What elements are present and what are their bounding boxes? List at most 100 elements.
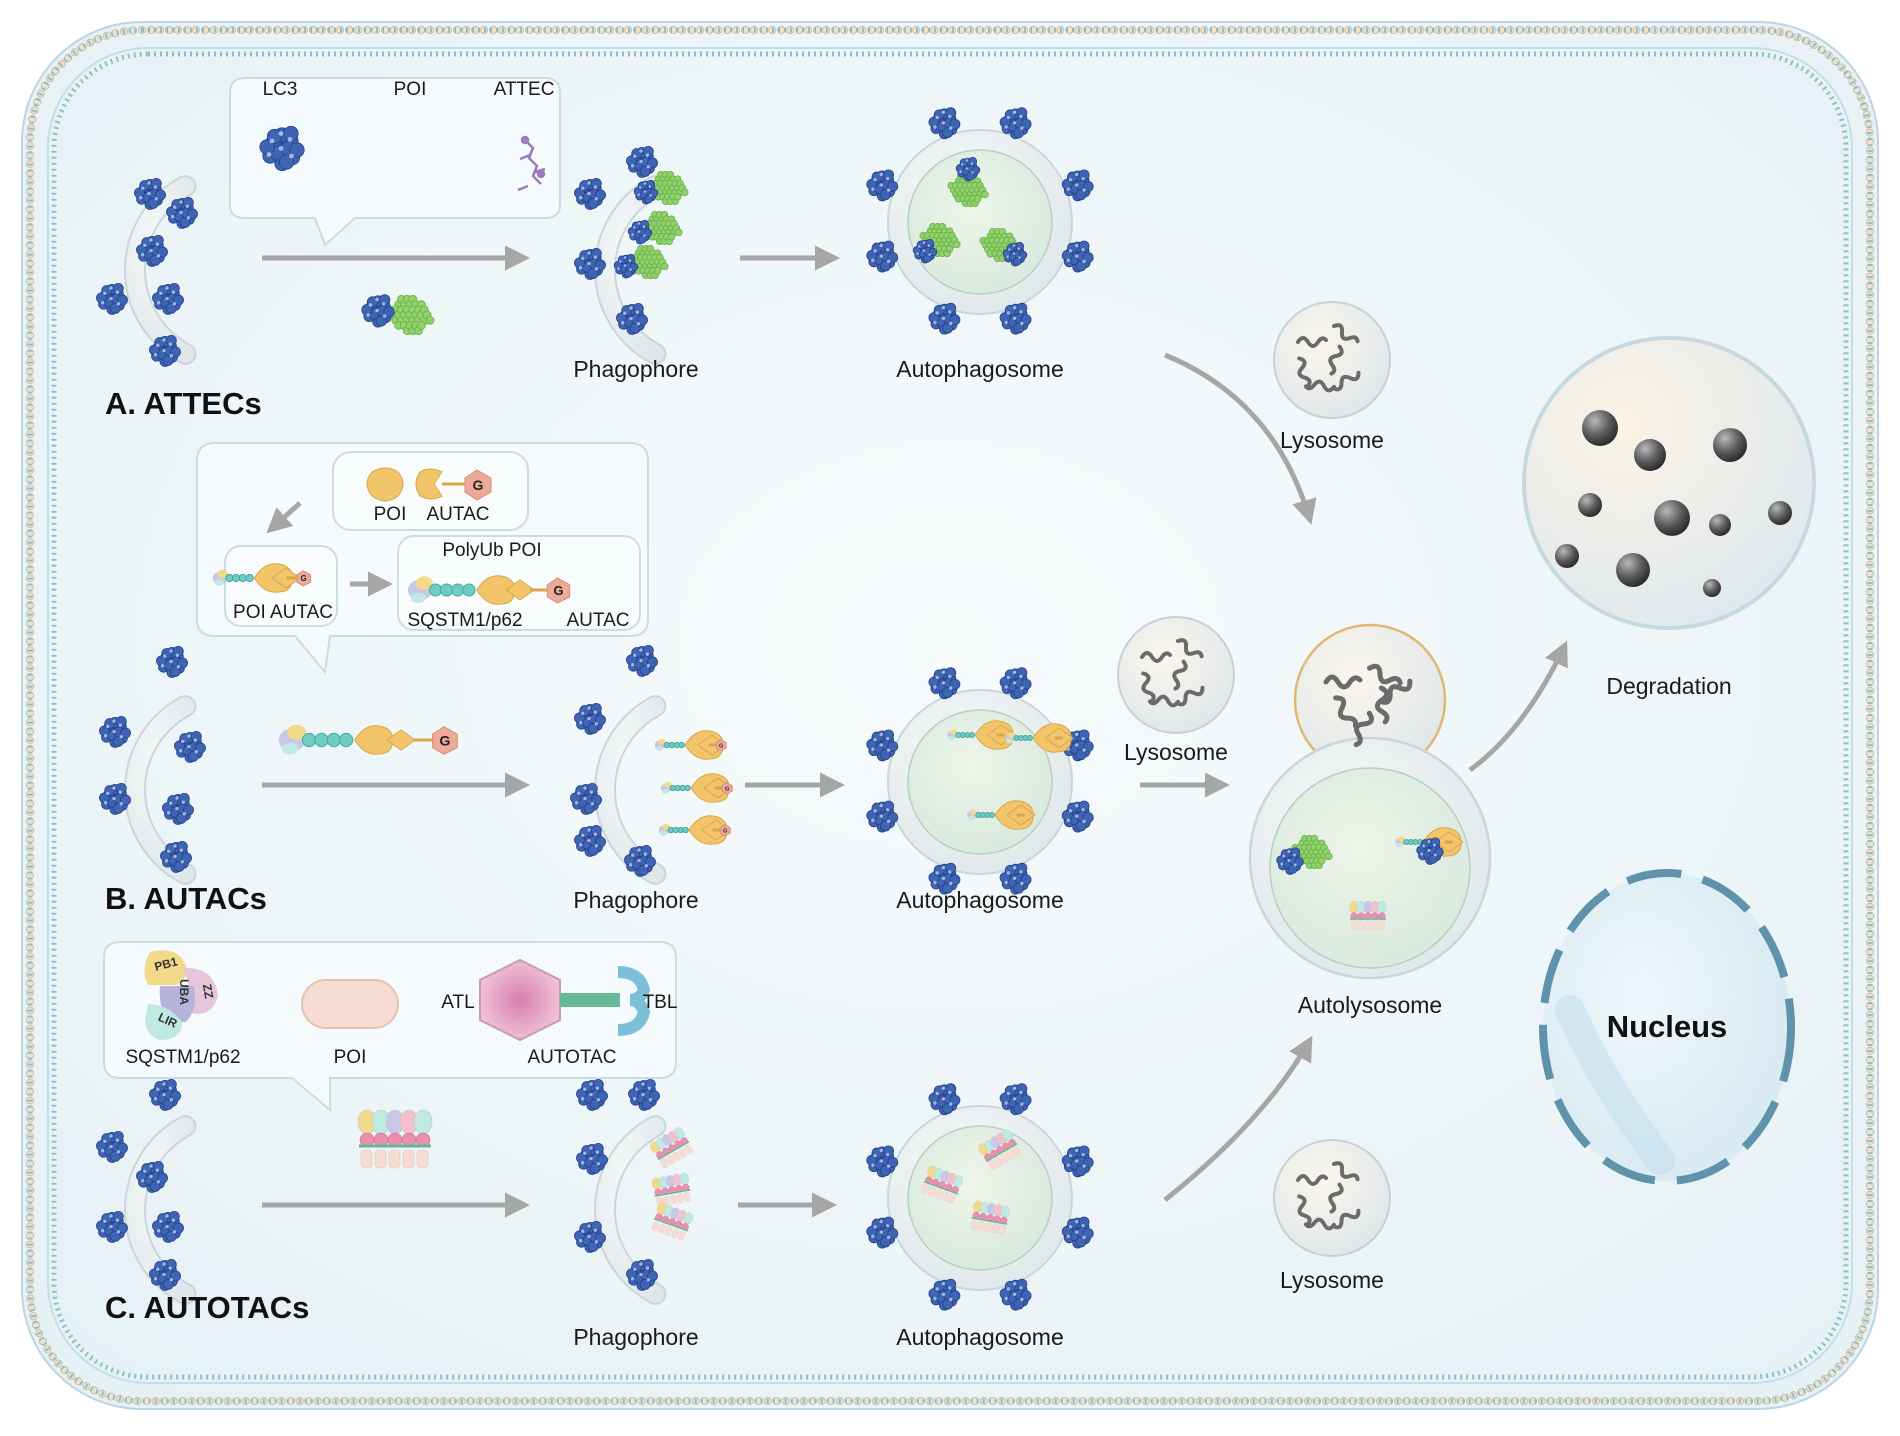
phagophore-label-a: Phagophore <box>573 356 698 382</box>
lc3-protein <box>866 729 899 762</box>
lc3-protein <box>1061 169 1094 202</box>
sqstm1-p62-domain-icon: PB1 ZZ UBA LIR <box>144 950 218 1040</box>
lc3-protein <box>999 862 1032 895</box>
legend-c-sqstm1-label: SQSTM1/p62 <box>125 1047 240 1068</box>
autophagosome-label-c: Autophagosome <box>896 1324 1064 1350</box>
lc3-protein <box>628 1079 660 1111</box>
legend-b-sqstm1-label: SQSTM1/p62 <box>407 610 522 631</box>
lc3-protein <box>99 783 131 815</box>
lc3-protein <box>166 197 198 229</box>
p62-oligomer <box>921 1165 964 1204</box>
guanine-tag-label: G <box>301 574 307 583</box>
p62-oligomer <box>357 1109 433 1169</box>
degradation-label: Degradation <box>1606 673 1731 699</box>
lysosome-top <box>1273 301 1391 419</box>
lc3-protein <box>156 646 188 678</box>
autotac-molecule-icon <box>479 958 651 1042</box>
lc3-protein <box>999 667 1032 700</box>
phagophore-label-b: Phagophore <box>573 887 698 913</box>
phagophore-c-start <box>124 1115 197 1305</box>
autolysosome-label: Autolysosome <box>1298 992 1442 1018</box>
lc3-protein <box>574 825 606 857</box>
lc3-protein <box>928 667 961 700</box>
fragment <box>1768 501 1792 525</box>
legend-b-poi-autac-label: POI AUTAC <box>233 602 333 623</box>
legend-c-atl-label: ATL <box>441 992 474 1013</box>
autac-chain: G <box>654 730 727 760</box>
lc3-protein <box>866 1145 899 1178</box>
lc3-protein <box>149 1079 181 1111</box>
lysosome-mid <box>1117 616 1235 734</box>
cell-membrane <box>25 26 1874 1405</box>
lc3-protein <box>1416 837 1444 865</box>
autophagosome-c <box>866 1083 1094 1311</box>
poi-protein <box>1291 835 1333 869</box>
phagophore-c <box>594 1115 667 1305</box>
lc3-protein <box>999 1083 1032 1116</box>
phagophore-label-c: Phagophore <box>573 1324 698 1350</box>
fragment <box>1555 544 1579 568</box>
autac-chain: G <box>658 815 731 845</box>
lc3-protein <box>136 235 168 267</box>
lysosome-label-bottom: Lysosome <box>1280 1267 1384 1293</box>
legend-attec-label: ATTEC <box>494 79 555 100</box>
section-c-title: C. AUTOTACs <box>105 1290 309 1325</box>
lc3-protein <box>174 731 206 763</box>
autophagosome-label-a: Autophagosome <box>896 356 1064 382</box>
lc3-protein <box>626 1259 658 1291</box>
lc3-protein <box>134 178 166 210</box>
phagophore-b-start <box>124 695 197 885</box>
legend-autac-shape <box>415 468 443 500</box>
autolysosome <box>1248 623 1492 980</box>
membrane-tails <box>51 51 1849 1380</box>
lc3-protein <box>149 1259 181 1291</box>
guanine-tag-label: G <box>719 743 724 749</box>
lc3-protein <box>576 1079 608 1111</box>
p62-oligomer <box>651 1202 694 1241</box>
lc3-protein <box>626 645 658 677</box>
arrow-degradation <box>1468 640 1568 773</box>
lc3-protein <box>912 238 938 264</box>
lc3-protein <box>999 1278 1032 1311</box>
lc3-protein <box>928 302 961 335</box>
autac-legend-icons: GGG <box>212 467 571 605</box>
arrow-lyso-top <box>1164 352 1317 525</box>
autac-chain <box>947 720 1016 750</box>
autac-chain: G <box>212 563 311 593</box>
lc3-protein <box>259 125 305 172</box>
lc3-protein <box>928 1083 961 1116</box>
lc3-protein <box>576 1143 608 1175</box>
lc3-protein-icon <box>259 125 305 172</box>
p62-oligomer <box>1349 900 1387 931</box>
lc3-protein <box>152 1211 184 1243</box>
lc3-protein <box>616 303 648 335</box>
lc3-protein <box>96 283 128 315</box>
p62-oligomer <box>970 1200 1011 1235</box>
guanine-tag-label: G <box>723 828 728 834</box>
phagophore-a-start <box>124 175 197 365</box>
lc3-protein <box>928 1278 961 1311</box>
lc3-protein <box>928 862 961 895</box>
lc3-protein <box>1276 847 1304 875</box>
zz-domain-label: ZZ <box>200 983 216 1000</box>
lc3-protein <box>149 335 181 367</box>
fragment <box>1616 553 1650 587</box>
fragment <box>1654 500 1690 536</box>
legend-b-polyub-label: PolyUb POI <box>442 540 541 561</box>
lc3-protein <box>1002 241 1028 267</box>
autophagosome-label-b: Autophagosome <box>896 887 1064 913</box>
autac-chain: G <box>278 724 458 755</box>
legend-bubble-autac: GGG POI AUTAC POI AUTAC PolyUb POI SQSTM… <box>196 442 649 675</box>
lc3-protein <box>136 1161 168 1193</box>
lc3-protein <box>152 283 184 315</box>
legend-lc3-label: LC3 <box>263 79 298 100</box>
p62-oligomer <box>978 1129 1021 1171</box>
p62-oligomer <box>650 1127 693 1169</box>
autophagosome-a <box>866 107 1094 335</box>
lc3-protein <box>99 716 131 748</box>
lc3-protein <box>955 156 981 182</box>
legend-poi-label: POI <box>394 79 427 100</box>
legend-guanine-shape <box>464 469 492 501</box>
autac-chain: G <box>407 575 571 605</box>
